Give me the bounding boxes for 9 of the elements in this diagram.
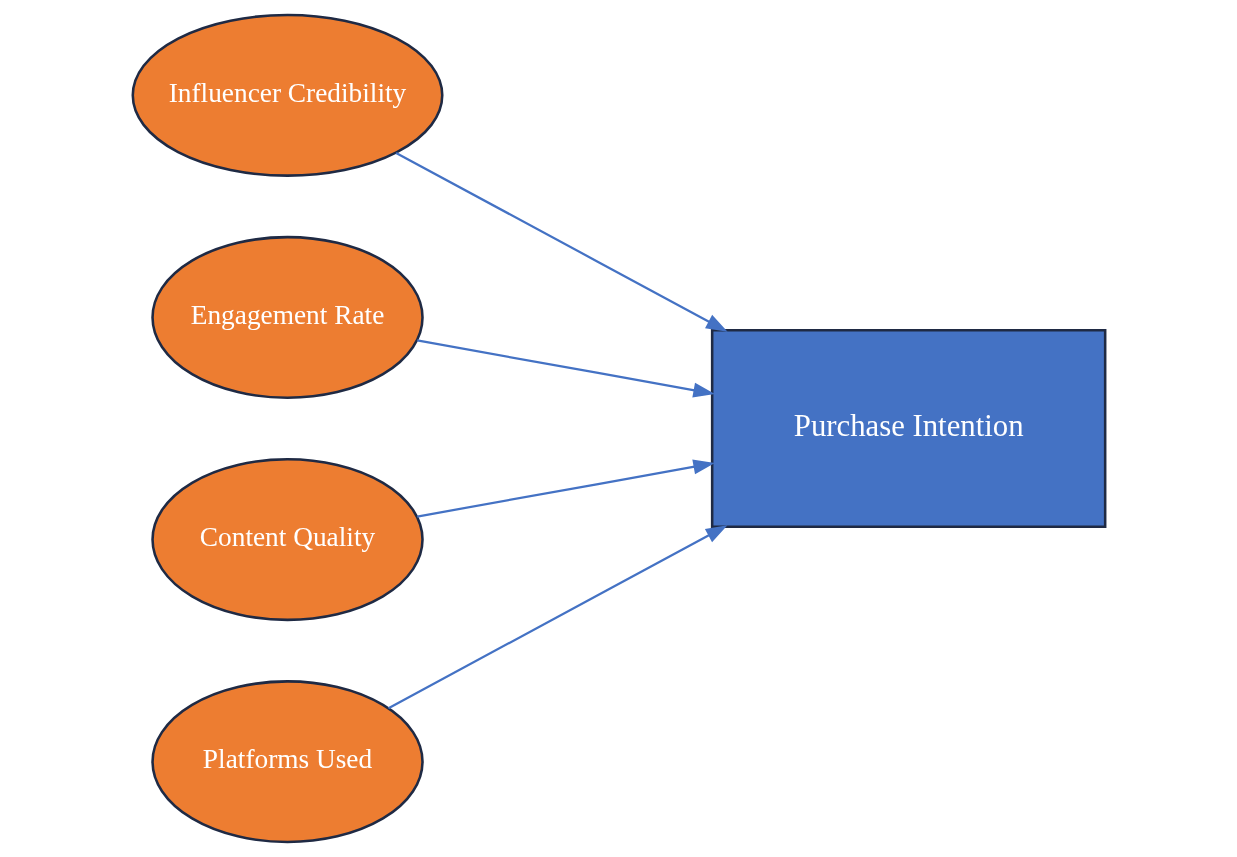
arrow (395, 152, 728, 332)
node-ellipse: Influencer Credibility (131, 13, 444, 177)
node-ellipse: Content Quality (150, 458, 424, 622)
arrow (416, 339, 715, 398)
arrow (416, 459, 715, 518)
arrow (387, 525, 727, 710)
node-ellipse: Platforms Used (150, 680, 424, 844)
node-ellipse: Engagement Rate (150, 235, 424, 399)
node-box: Purchase Intention (710, 328, 1106, 529)
